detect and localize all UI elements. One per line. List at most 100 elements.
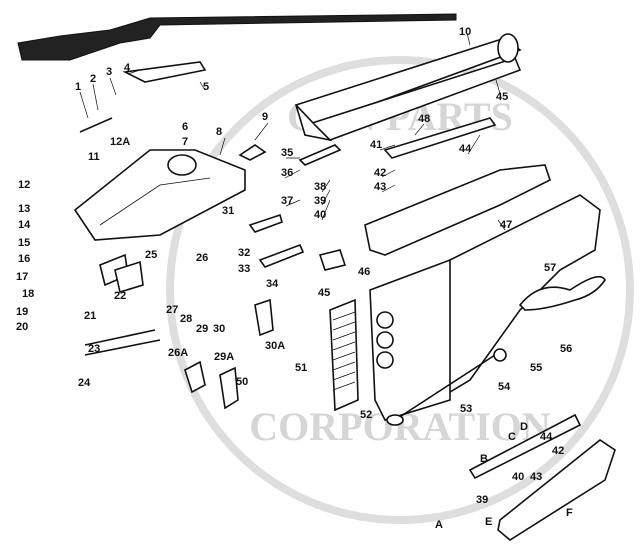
mainspring-1 <box>79 117 113 133</box>
leader-lines-path <box>79 32 506 231</box>
label-48: 48 <box>418 113 430 125</box>
stock-butt <box>369 258 451 421</box>
label-e: E <box>485 516 492 528</box>
label-a: A <box>435 519 443 531</box>
forend-iron-bar <box>383 117 497 159</box>
label-13: 13 <box>18 203 30 215</box>
trigger-22 <box>114 260 144 294</box>
label-31: 31 <box>222 205 234 217</box>
label-33: 33 <box>238 263 250 275</box>
label-56: 56 <box>560 343 572 355</box>
receiver-body <box>73 149 246 241</box>
label-11: 11 <box>88 151 100 163</box>
label-45: 45 <box>318 287 330 299</box>
part-9 <box>238 144 267 161</box>
label-25: 25 <box>145 249 157 261</box>
label-9: 9 <box>262 111 268 123</box>
label-38: 38 <box>314 181 326 193</box>
inset-forend-body <box>497 439 616 541</box>
label-d: D <box>520 421 528 433</box>
forend <box>364 164 551 256</box>
label-7: 7 <box>182 136 188 148</box>
label-39: 39 <box>314 195 326 207</box>
label-inset-40: 40 <box>512 471 524 483</box>
label-29a: 29A <box>214 351 234 363</box>
small-parts <box>79 61 347 410</box>
label-35: 35 <box>281 147 293 159</box>
label-41: 41 <box>370 139 382 151</box>
label-32: 32 <box>238 247 250 259</box>
label-c: C <box>508 431 516 443</box>
receiver <box>73 149 246 241</box>
label-36: 36 <box>281 167 293 179</box>
part-45-46 <box>318 249 347 271</box>
label-26a: 26A <box>168 347 188 359</box>
part-30 <box>254 298 274 337</box>
label-17: 17 <box>16 271 28 283</box>
stock <box>369 194 601 421</box>
label-53: 53 <box>460 403 472 415</box>
forend-iron <box>383 117 497 159</box>
label-1: 1 <box>75 81 81 93</box>
label-26: 26 <box>196 252 208 264</box>
spring-23 <box>84 329 156 346</box>
label-f: F <box>566 507 573 519</box>
label-b: B <box>480 453 488 465</box>
stock-bolt <box>386 348 507 426</box>
part-26a <box>184 360 206 394</box>
label-54: 54 <box>498 381 511 393</box>
trigger-guard <box>518 275 606 311</box>
label-30: 30 <box>213 323 225 335</box>
label-12: 12 <box>18 179 30 191</box>
label-15: 15 <box>18 237 30 249</box>
stock-bolt-washer <box>493 348 507 362</box>
label-50: 50 <box>236 376 248 388</box>
label-46: 46 <box>358 266 370 278</box>
stock-hole-2 <box>376 331 394 349</box>
receiver-detail <box>99 177 211 226</box>
label-51: 51 <box>295 362 307 374</box>
label-20: 20 <box>16 321 28 333</box>
label-49: 45 <box>496 91 508 103</box>
label-22: 22 <box>114 290 126 302</box>
label-19: 19 <box>16 306 28 318</box>
label-2: 2 <box>90 73 96 85</box>
label-16: 16 <box>18 253 30 265</box>
trigger-guard-body <box>518 275 606 311</box>
butt-plate <box>329 298 359 412</box>
label-21: 21 <box>84 310 96 322</box>
label-4: 4 <box>124 62 131 74</box>
forend-body <box>364 164 551 256</box>
label-24: 24 <box>78 377 91 389</box>
label-6: 6 <box>182 121 188 133</box>
label-23: 23 <box>88 343 100 355</box>
label-55: 55 <box>530 362 542 374</box>
butt-plate-body <box>329 298 359 412</box>
label-14: 14 <box>18 219 31 231</box>
label-40: 40 <box>314 209 326 221</box>
barrel-assembly <box>294 33 522 142</box>
label-8: 8 <box>216 126 222 138</box>
inset-forend-iron <box>468 413 582 480</box>
barrel-muzzle <box>497 33 519 63</box>
label-12a: 12A <box>110 136 130 148</box>
label-43: 43 <box>374 181 386 193</box>
label-inset-39: 39 <box>476 494 488 506</box>
label-27: 27 <box>166 304 178 316</box>
label-10: 10 <box>459 26 471 38</box>
label-5: 5 <box>203 81 209 93</box>
label-18: 18 <box>22 288 34 300</box>
part-35 <box>298 144 342 166</box>
watermark-ring <box>166 56 634 524</box>
label-inset-42: 42 <box>552 445 564 457</box>
label-44: 44 <box>459 143 472 155</box>
label-29: 29 <box>196 323 208 335</box>
label-47: 47 <box>500 219 512 231</box>
label-42: 42 <box>374 167 386 179</box>
part-29a <box>219 366 239 410</box>
label-57: 57 <box>544 262 556 274</box>
label-inset-43: 43 <box>530 471 542 483</box>
stock-bolt-rod <box>394 354 496 421</box>
